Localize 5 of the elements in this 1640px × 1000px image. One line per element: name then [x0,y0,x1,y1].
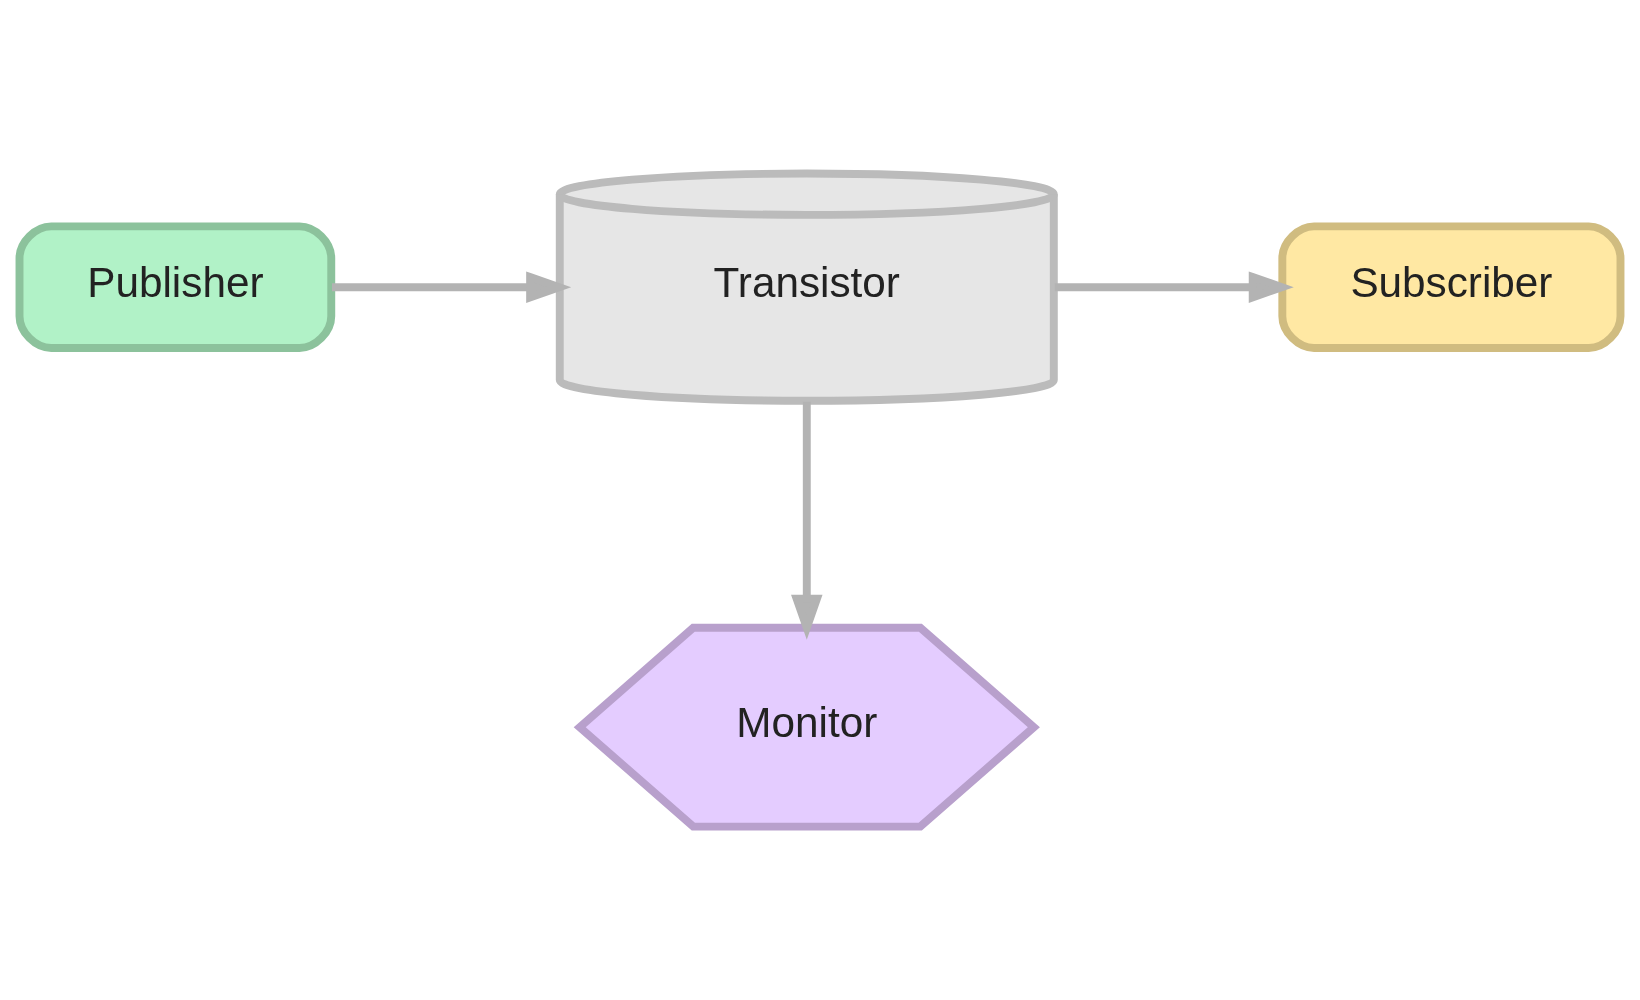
node-box: Subscriber [1278,222,1625,352]
arrow [1054,271,1294,303]
arrow [791,401,823,640]
node-box: Publisher [15,222,336,352]
arrow [332,271,572,303]
